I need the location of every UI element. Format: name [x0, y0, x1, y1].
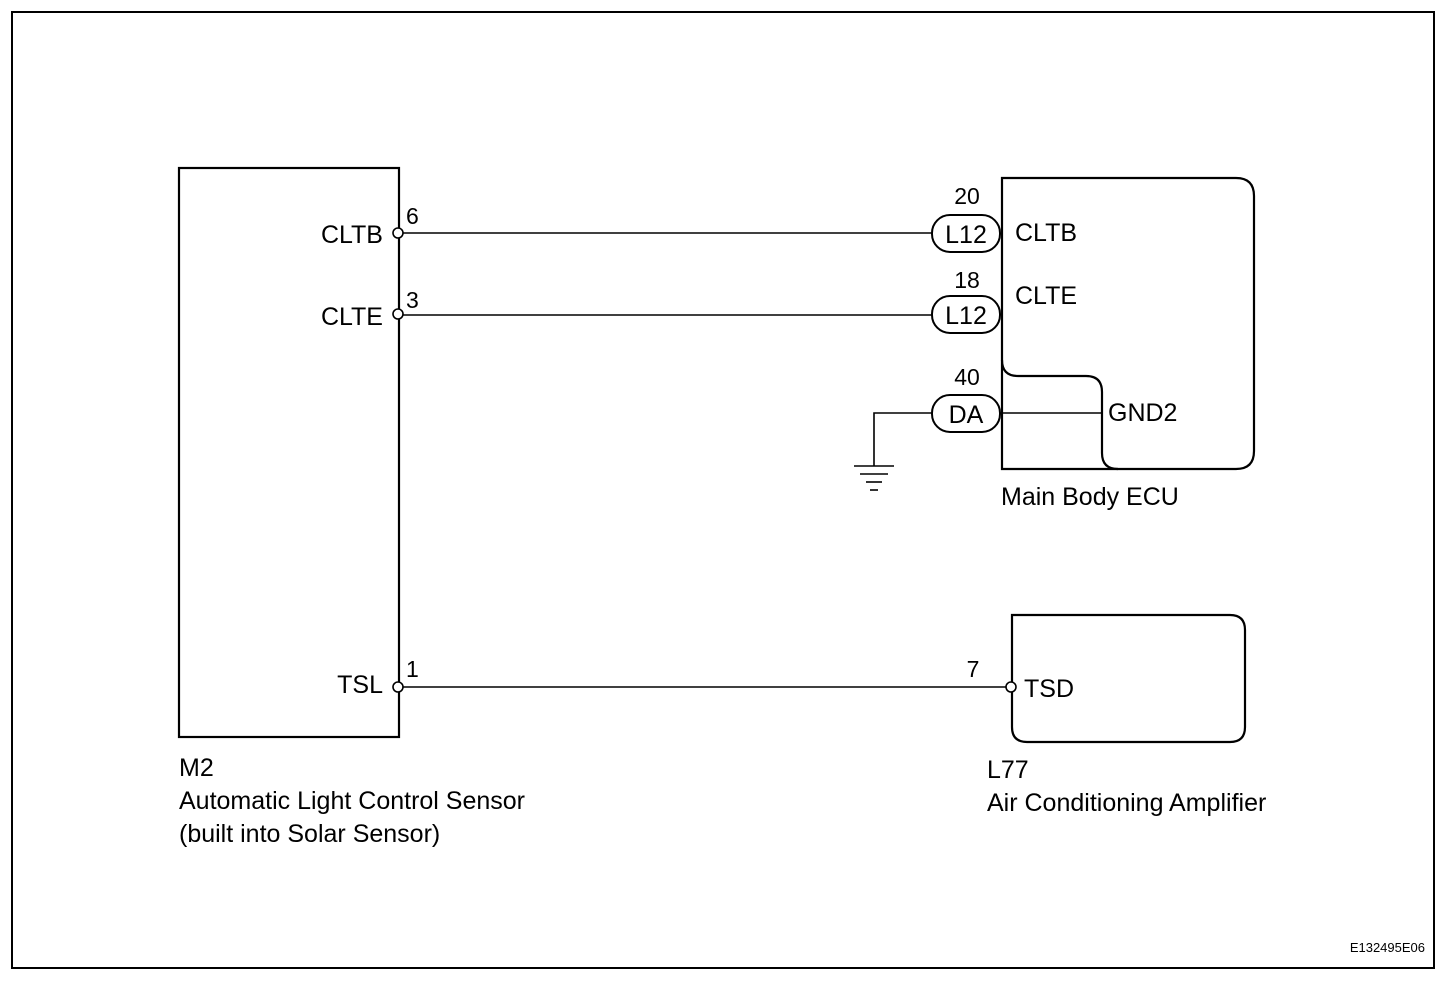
amplifier-box	[1010, 613, 1247, 744]
diagram-frame	[11, 11, 1435, 969]
ecu-terminal-label-cltb: CLTB	[1015, 219, 1077, 247]
amplifier-name: Air Conditioning Amplifier	[987, 789, 1266, 817]
connector-l12-cltb	[931, 214, 1001, 253]
ground-wire	[873, 412, 932, 466]
sensor-terminal-label-tsl: TSL	[337, 671, 383, 699]
sensor-pin-tsl: 1	[406, 656, 419, 682]
connector-label-gnd2: DA	[949, 401, 984, 429]
ecu-pin-gnd2: 40	[954, 364, 980, 390]
ecu-ground-partition	[1000, 359, 1119, 471]
ecu-pin-cltb: 20	[954, 183, 980, 209]
ground-icon	[854, 465, 894, 491]
connector-label-clte: L12	[945, 302, 987, 330]
sensor-code: M2	[179, 754, 214, 782]
sensor-terminal-label-clte: CLTE	[321, 303, 383, 331]
sensor-pin-cltb: 6	[406, 203, 419, 229]
amplifier-terminal-label-tsd: TSD	[1024, 675, 1074, 703]
sensor-terminal-clte	[392, 308, 404, 320]
connector-da	[931, 394, 1001, 433]
sensor-terminal-cltb	[392, 227, 404, 239]
ecu-terminal-label-clte: CLTE	[1015, 282, 1077, 310]
amplifier-code: L77	[987, 756, 1029, 784]
ecu-name: Main Body ECU	[1001, 483, 1179, 511]
sensor-terminal-label-cltb: CLTB	[321, 221, 383, 249]
sensor-name: Automatic Light Control Sensor	[179, 787, 525, 815]
ecu-pin-clte: 18	[954, 267, 980, 293]
amplifier-terminal-tsd	[1005, 681, 1017, 693]
ecu-terminal-label-gnd2: GND2	[1108, 399, 1177, 427]
figure-code: E132495E06	[1350, 940, 1425, 955]
sensor-box	[177, 166, 401, 739]
sensor-note: (built into Solar Sensor)	[179, 820, 440, 848]
ecu-box	[1000, 176, 1256, 471]
amplifier-pin-tsd: 7	[967, 656, 980, 682]
connector-l12-clte	[931, 295, 1001, 334]
connector-label-cltb: L12	[945, 221, 987, 249]
sensor-pin-clte: 3	[406, 287, 419, 313]
sensor-terminal-tsl	[392, 681, 404, 693]
